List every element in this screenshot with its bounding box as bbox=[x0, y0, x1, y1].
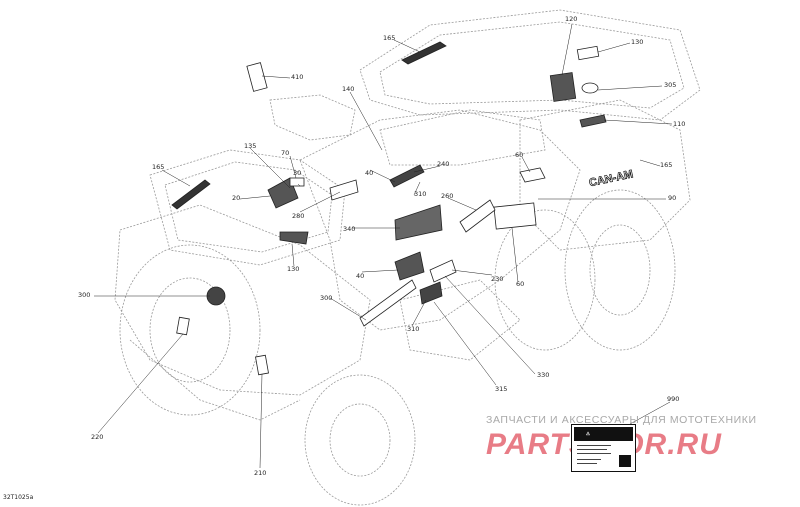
decal-210 bbox=[255, 354, 269, 376]
decal-130-front bbox=[279, 231, 309, 245]
callout-210: 210 bbox=[254, 469, 267, 477]
decal-130-rear bbox=[576, 45, 600, 61]
callout-340: 340 bbox=[343, 225, 356, 233]
decal-vents bbox=[394, 204, 443, 241]
decal-can-am: CAN-AM bbox=[588, 168, 634, 189]
callout-70: 70 bbox=[281, 149, 290, 157]
watermark-tagline: ЗАПЧАСТИ И АКСЕССУАРЫ ДЛЯ МОТОТЕХНИКИ bbox=[486, 414, 757, 426]
callout-990: 990 bbox=[667, 395, 680, 403]
callout-60-rear: 60 bbox=[515, 151, 524, 159]
callout-310-top: 310 bbox=[414, 190, 427, 198]
callout-60-fender: 60 bbox=[516, 280, 525, 288]
callout-20: 20 bbox=[232, 194, 241, 202]
decal-305 bbox=[581, 82, 599, 94]
callout-300-mid: 300 bbox=[320, 294, 333, 302]
callout-110: 110 bbox=[673, 120, 686, 128]
leader-lines bbox=[94, 23, 673, 469]
decal-240 bbox=[389, 164, 425, 188]
callout-40-top: 40 bbox=[365, 169, 374, 177]
watermark: ЗАПЧАСТИ И АКСЕССУАРЫ ДЛЯ МОТОТЕХНИКИ PA… bbox=[486, 414, 786, 462]
callout-165-front: 165 bbox=[152, 163, 165, 171]
callout-140: 140 bbox=[342, 85, 355, 93]
decal-70 bbox=[289, 177, 305, 187]
warning-label-symbol bbox=[619, 455, 631, 467]
callout-310-bottom: 310 bbox=[407, 325, 420, 333]
callout-165: 165 bbox=[383, 34, 396, 42]
callout-120: 120 bbox=[565, 15, 578, 23]
drawing-id: 32T1025a bbox=[3, 494, 34, 501]
callout-280: 280 bbox=[292, 212, 305, 220]
decals: CAN-AM bbox=[171, 41, 635, 376]
callout-410: 410 bbox=[291, 73, 304, 81]
callout-135: 135 bbox=[244, 142, 257, 150]
callout-240: 240 bbox=[437, 160, 450, 168]
decal-230 bbox=[429, 259, 457, 283]
decal-310 bbox=[419, 281, 443, 305]
decal-60-fender bbox=[493, 202, 537, 230]
callout-220: 220 bbox=[91, 433, 104, 441]
decal-340 bbox=[329, 179, 359, 201]
callout-315: 315 bbox=[495, 385, 508, 393]
callout-30: 30 bbox=[293, 169, 302, 177]
decal-165-front bbox=[171, 179, 211, 210]
decal-110 bbox=[579, 114, 607, 128]
decal-165-rear bbox=[401, 41, 447, 65]
decal-220 bbox=[176, 316, 190, 336]
callout-230: 230 bbox=[491, 275, 504, 283]
callout-305: 305 bbox=[664, 81, 677, 89]
decal-60-rear bbox=[519, 167, 546, 183]
watermark-brand: PARTS-FOR.RU bbox=[486, 428, 786, 462]
decal-outlander bbox=[359, 279, 417, 327]
callout-330: 330 bbox=[537, 371, 550, 379]
atv-body-outline bbox=[114, 9, 701, 506]
decal-260 bbox=[459, 199, 496, 233]
callout-130-front: 130 bbox=[287, 265, 300, 273]
callout-90: 90 bbox=[668, 194, 677, 202]
callout-165-right: 165 bbox=[660, 161, 673, 169]
callout-130: 130 bbox=[631, 38, 644, 46]
callout-40-mid: 40 bbox=[356, 272, 365, 280]
decal-40 bbox=[394, 251, 425, 281]
decal-120 bbox=[549, 72, 577, 102]
callout-260: 260 bbox=[441, 192, 454, 200]
callout-300-left: 300 bbox=[78, 291, 91, 299]
warning-label-header: ⚠ bbox=[574, 427, 633, 441]
warning-label-990: ⚠ bbox=[571, 424, 636, 472]
decal-410 bbox=[246, 62, 268, 92]
